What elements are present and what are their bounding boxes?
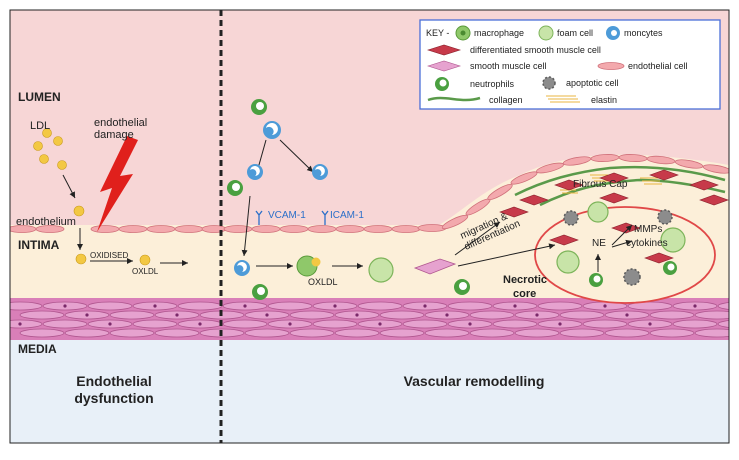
left-panel-title-1: Endothelial — [76, 373, 151, 389]
monocyte-icons — [234, 121, 328, 276]
endothelium-label: endothelium — [16, 216, 76, 228]
key-foam-cell-text: foam cell — [557, 28, 593, 38]
necrotic-label-1: Necrotic — [503, 274, 547, 286]
left-flow-arrows — [62, 174, 188, 266]
key-elastin-text: elastin — [591, 95, 617, 105]
neutrophil-icons — [227, 99, 470, 300]
cytokine-arrows — [611, 224, 633, 248]
left-panel-title-2: dysfunction — [74, 390, 153, 406]
endothelial-damage-label-2: damage — [94, 129, 134, 141]
key-neutrophil-text: neutrophils — [470, 79, 515, 89]
key-neutrophil-nucleus — [439, 79, 447, 87]
media-label: MEDIA — [18, 342, 57, 356]
migrating-smc-icon — [413, 258, 457, 275]
ne-label: NE — [592, 238, 606, 249]
figure-frame — [9, 9, 730, 444]
key-label: KEY - — [426, 28, 449, 38]
plaque-endothelium — [441, 154, 729, 230]
endothelial-damage-label-1: endothelial — [94, 117, 147, 129]
oxldl-particle — [311, 257, 321, 267]
necrotic-foam-cells — [556, 201, 686, 274]
key-diff-smc-text: differentiated smooth muscle cell — [470, 45, 601, 55]
fibrous-cap-diff-smc — [499, 169, 729, 218]
adhesion-molecule-icons — [255, 210, 329, 225]
vcam-label: VCAM-1 — [268, 210, 306, 221]
intima-label: INTIMA — [18, 238, 60, 252]
key-elastin-icon — [546, 95, 580, 103]
lumen-label: LUMEN — [18, 90, 61, 104]
necrotic-label-2: core — [513, 288, 536, 300]
right-flow-arrows — [241, 139, 601, 272]
right-oxldl-label: OXLDL — [308, 277, 338, 287]
necrotic-apoptotic-cells — [563, 209, 673, 286]
key-apoptotic-text: apoptotic cell — [566, 78, 619, 88]
mmps-label: MMPs — [634, 224, 662, 235]
oxidised-label: OXIDISED — [90, 251, 128, 260]
key-legend: KEY - macrophage foam cell moncytes diff… — [419, 19, 721, 110]
media-cell-nuclei — [18, 304, 697, 326]
left-oxldl-label: OXLDL — [132, 267, 159, 276]
key-monocyte-text: moncytes — [624, 28, 663, 38]
key-foam-cell-icon — [538, 25, 554, 41]
key-endothelial-text: endothelial cell — [628, 61, 688, 71]
key-smc-icon — [426, 60, 462, 72]
key-collagen-icon — [427, 96, 481, 102]
endothelium-layer — [10, 224, 447, 233]
lightning-icon — [97, 136, 138, 232]
necrotic-neutrophils — [589, 261, 677, 287]
key-diff-smc-icon — [426, 44, 462, 56]
ldl-label: LDL — [30, 120, 50, 132]
icam-label: ICAM-1 — [330, 210, 364, 221]
foam-cell-icon — [368, 257, 394, 283]
key-collagen-text: collagen — [489, 95, 523, 105]
key-apoptotic-icon — [542, 76, 556, 90]
key-endothelial-icon — [597, 62, 625, 70]
fibrous-cap-label: Fibrous Cap — [573, 179, 628, 190]
right-panel-title: Vascular remodelling — [404, 373, 545, 389]
key-monocyte-nucleus — [611, 30, 617, 36]
key-macrophage-nucleus — [460, 30, 466, 36]
key-macrophage-text: macrophage — [474, 28, 524, 38]
cytokines-label: cytokines — [626, 238, 668, 249]
ldl-particles — [33, 128, 151, 266]
key-smc-text: smooth muscle cell — [470, 61, 547, 71]
